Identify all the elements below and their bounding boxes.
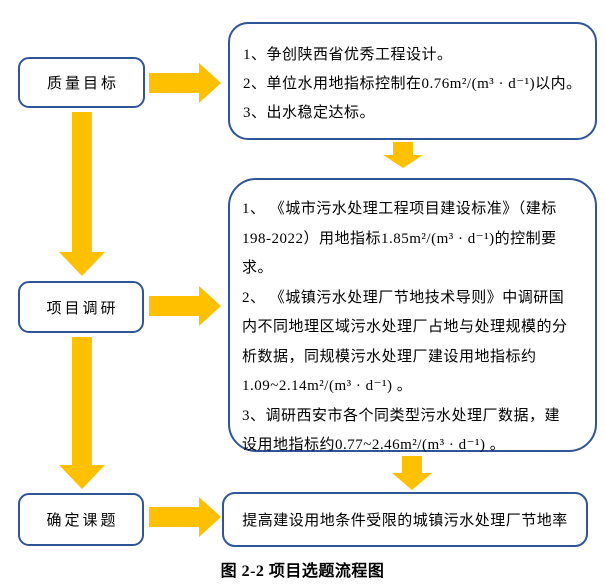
detail-line: 内不同地理区域污水处理厂占地与处理规模的分 xyxy=(242,319,568,335)
detail-line: 求。 xyxy=(242,260,274,276)
detail-line: 3、调研西安市各个同类型污水处理厂数据，建 xyxy=(242,407,561,424)
arrow-down-icon xyxy=(383,142,423,168)
flow-box-topic-decision: 确定课题 xyxy=(18,493,144,546)
topic-statement-box: 提高建设用地条件受限的城镇污水处理厂节地率 xyxy=(222,492,588,547)
detail-line: 1、争创陕西省优秀工程设计。 xyxy=(243,47,453,63)
flow-box-label: 项目调研 xyxy=(46,300,119,317)
arrow-down-icon xyxy=(392,456,432,490)
detail-line: 设用地指标约0.77~2.46m²/(m³ · d⁻¹) 。 xyxy=(242,437,506,453)
detail-line: 1.09~2.14m²/(m³ · d⁻¹) 。 xyxy=(242,378,413,394)
arrow-right-icon xyxy=(149,286,221,326)
detail-line: 2、单位水用地指标控制在0.76m²/(m³ · d⁻¹)以内。 xyxy=(243,76,582,92)
detail-line: 2、 《城镇污水处理厂节地技术导则》中调研国 xyxy=(242,289,565,306)
flow-box-label: 确定课题 xyxy=(46,513,119,529)
detail-line: 1、 《城市污水处理工程项目建设标准》（建标 xyxy=(242,201,557,217)
arrow-right-icon xyxy=(149,497,221,537)
research-details-box: 1、 《城市污水处理工程项目建设标准》（建标 198-2022）用地指标1.85… xyxy=(228,178,597,453)
arrow-down-icon xyxy=(59,337,105,489)
quality-goal-details-box: 1、争创陕西省优秀工程设计。 2、单位水用地指标控制在0.76m²/(m³ · … xyxy=(228,22,597,140)
arrow-right-icon xyxy=(149,63,221,103)
topic-statement-text: 提高建设用地条件受限的城镇污水处理厂节地率 xyxy=(242,513,568,529)
detail-line: 198-2022）用地指标1.85m²/(m³ · d⁻¹)的控制要 xyxy=(242,230,557,247)
flow-box-quality-goal: 质量目标 xyxy=(18,57,145,108)
detail-line: 3、出水稳定达标。 xyxy=(243,105,376,121)
flow-box-project-research: 项目调研 xyxy=(18,281,144,333)
figure-caption: 图 2-2 项目选题流程图 xyxy=(220,563,385,580)
flow-box-label: 质量目标 xyxy=(46,76,119,92)
arrow-down-icon xyxy=(59,112,105,276)
detail-line: 析数据，同规模污水处理厂建设用地指标约 xyxy=(242,348,537,365)
